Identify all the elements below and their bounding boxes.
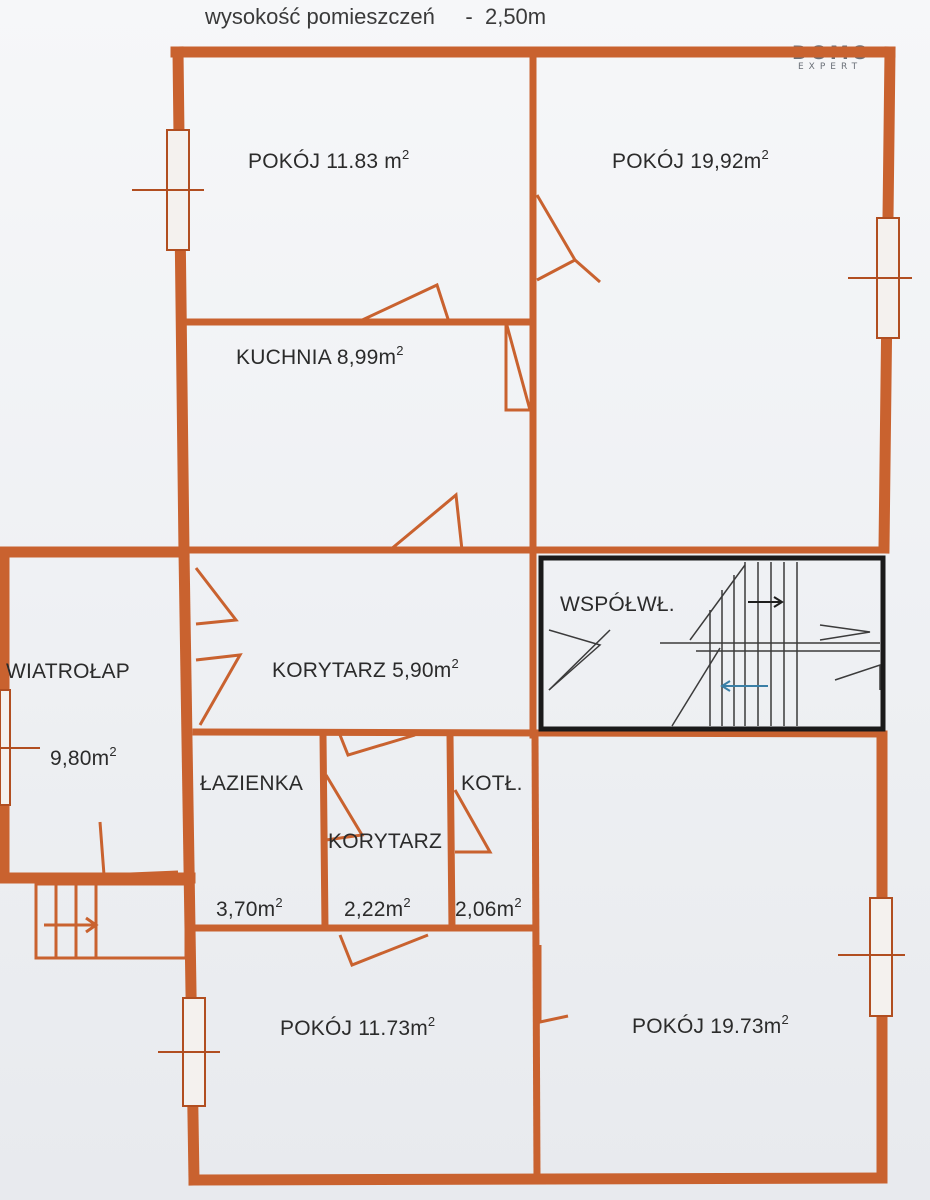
windows — [0, 129, 912, 1107]
window-bottom-right — [869, 897, 893, 1017]
room-area: 11.83 m — [326, 150, 402, 173]
door-kotl — [453, 789, 493, 854]
room-label-pokoj-top-left: POKÓJ 11.83 m2 — [248, 147, 409, 174]
room-label-korytarz-small-area: 2,22m2 — [344, 895, 411, 922]
room-name: KORYTARZ — [272, 659, 387, 682]
door-wiatrolap — [98, 821, 179, 877]
area-unit-exponent: 2 — [781, 1012, 789, 1027]
door-pokoj-tr — [535, 194, 578, 282]
interior-walls — [180, 54, 889, 1182]
room-name: WSPÓŁWŁ. — [560, 593, 675, 616]
room-area: 11.73m — [358, 1017, 428, 1040]
area-unit-exponent: 2 — [427, 1014, 436, 1029]
room-label-korytarz-main: KORYTARZ 5,90m2 — [272, 656, 459, 683]
room-area: 19.73m — [710, 1015, 782, 1038]
room-name: ŁAZIENKA — [200, 772, 304, 795]
door-corridor-left-2 — [195, 653, 243, 726]
wall-left-upper — [172, 46, 190, 558]
room-area: 3,70m — [216, 898, 276, 921]
wall-corridor-bottom — [192, 728, 888, 738]
wall-lower-mid-vertical — [531, 731, 541, 1182]
room-label-lazienka-area: 3,70m2 — [216, 895, 283, 922]
area-unit-exponent: 2 — [275, 895, 283, 910]
wall-lazienka-right — [319, 731, 329, 932]
door-pokoj-bl — [338, 933, 429, 967]
room-area: 19,92m — [690, 150, 762, 173]
area-unit-exponent: 2 — [401, 147, 410, 162]
room-area: 2,22m — [344, 898, 404, 921]
entrance-steps — [34, 882, 188, 960]
area-unit-exponent: 2 — [514, 895, 522, 910]
area-unit-exponent: 2 — [403, 895, 411, 910]
ceiling-height-note: wysokość pomieszczeń - 2,50m — [205, 4, 547, 29]
room-name: KOTŁ. — [461, 772, 523, 795]
room-name: POKÓJ — [612, 150, 685, 173]
room-name: WIATROŁAP — [6, 660, 130, 683]
wall-korytarz-right — [446, 731, 456, 932]
room-label-kotl-name: KOTŁ. — [461, 772, 523, 796]
door-pokoj-br — [538, 945, 569, 1024]
room-label-wspolwl: WSPÓŁWŁ. — [560, 593, 675, 617]
room-name: POKÓJ — [280, 1017, 353, 1040]
room-label-pokoj-bottom-left: POKÓJ 11.73m2 — [280, 1014, 435, 1041]
room-area: 9,80m — [50, 747, 110, 770]
door-kuchnia-bottom — [389, 492, 464, 552]
doors — [98, 194, 601, 1024]
door-lazienka-top — [338, 733, 416, 757]
room-label-korytarz-small-name: KORYTARZ — [328, 830, 442, 854]
room-label-pokoj-top-right: POKÓJ 19,92m2 — [612, 147, 769, 174]
room-label-lazienka-name: ŁAZIENKA — [200, 772, 303, 796]
room-name: KORYTARZ — [328, 830, 443, 853]
staircase — [538, 555, 886, 732]
staircase-frame — [538, 555, 886, 732]
door-pokoj-tl — [357, 282, 451, 324]
area-unit-exponent: 2 — [396, 343, 404, 358]
door-lazienka-side — [324, 774, 365, 842]
walls — [0, 46, 896, 1186]
room-label-kotl-area: 2,06m2 — [455, 895, 522, 922]
room-label-wiatrolap-area: 9,80m2 — [50, 744, 117, 771]
room-label-pokoj-bottom-right: POKÓJ 19.73m2 — [632, 1012, 789, 1039]
room-name: KUCHNIA — [236, 346, 331, 369]
area-unit-exponent: 2 — [761, 147, 769, 162]
room-label-wiatrolap-name: WIATROŁAP — [6, 660, 130, 684]
room-label-kuchnia: KUCHNIA 8,99m2 — [236, 343, 404, 370]
room-area: 8,99m — [336, 346, 397, 369]
room-name: POKÓJ — [632, 1015, 705, 1038]
area-unit-exponent: 2 — [451, 656, 459, 671]
room-area: 2,06m — [455, 898, 515, 921]
room-name: POKÓJ — [248, 150, 321, 173]
logo-line2: EXPERT — [798, 62, 863, 72]
door-corridor-left-1 — [194, 567, 239, 626]
door-kuchnia-side — [504, 322, 530, 412]
room-area: 5,90m — [392, 659, 452, 682]
area-unit-exponent: 2 — [109, 744, 117, 759]
